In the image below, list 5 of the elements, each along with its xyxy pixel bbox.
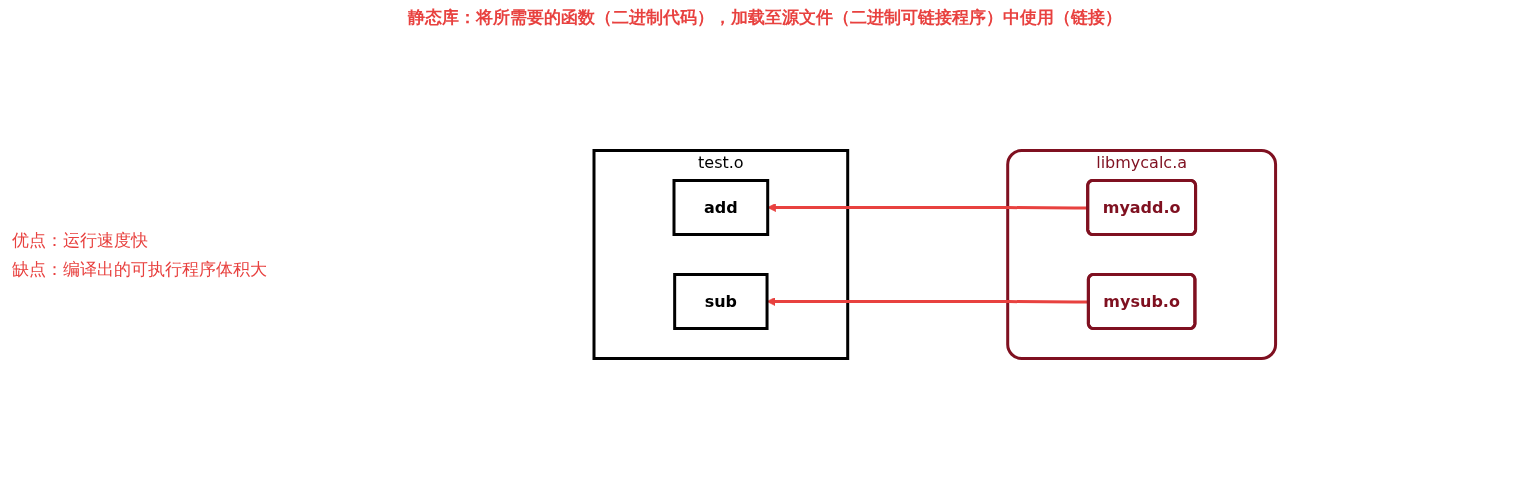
node-box: sub bbox=[673, 273, 769, 330]
note-text: 优点：运行速度快 bbox=[12, 228, 149, 252]
node-box: add bbox=[672, 179, 770, 236]
diagram-title: 静态库：将所需要的函数（二进制代码），加载至源文件（二进制可链接程序）中使用（链接） bbox=[406, 6, 1123, 29]
note-text: 缺点：编译出的可执行程序体积大 bbox=[12, 257, 268, 281]
